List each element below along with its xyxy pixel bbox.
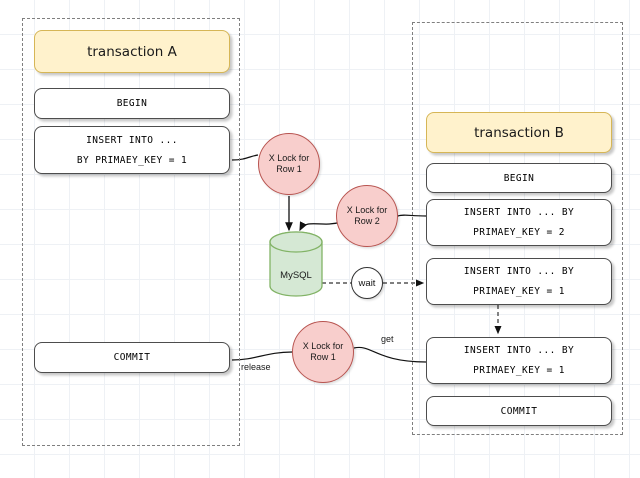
transaction-a-header-label: transaction A: [87, 43, 177, 60]
transaction-a-header: transaction A: [34, 30, 230, 73]
transaction-b-step-insert-key1-retry-line2: PRIMAEY_KEY = 1: [473, 365, 565, 376]
lock-bubble-row1-top[interactable]: X Lock for Row 1: [258, 133, 320, 195]
edge-lock2-to-db: [299, 221, 342, 232]
edge-label-get: get: [381, 334, 394, 344]
transaction-b-step-commit[interactable]: COMMIT: [426, 396, 612, 426]
lock-bubble-row2[interactable]: X Lock for Row 2: [336, 185, 398, 247]
transaction-a-step-begin-line1: BEGIN: [116, 98, 148, 109]
transaction-b-step-insert-key2-line2: PRIMAEY_KEY = 2: [473, 227, 565, 238]
transaction-a-step-insert-line1: INSERT INTO ...: [86, 134, 178, 146]
transaction-a-step-commit[interactable]: COMMIT: [34, 342, 230, 373]
transaction-a-step-commit-line1: COMMIT: [113, 352, 151, 363]
transaction-b-step-insert-key1-first-line2: PRIMAEY_KEY = 1: [473, 286, 565, 297]
transaction-b-step-commit-line1: COMMIT: [500, 405, 538, 417]
transaction-b-step-begin[interactable]: BEGIN: [426, 163, 612, 193]
transaction-a-step-insert[interactable]: INSERT INTO ... BY PRIMAEY_KEY = 1: [34, 126, 230, 174]
mysql-database-node[interactable]: MySQL: [269, 231, 323, 297]
lock-bubble-row2-line2: Row 2: [354, 216, 380, 226]
transaction-a-step-begin[interactable]: BEGIN: [34, 88, 230, 119]
transaction-b-header-label: transaction B: [474, 124, 564, 141]
mysql-database-label: MySQL: [280, 270, 312, 281]
lock-bubble-row1-bottom[interactable]: X Lock for Row 1: [292, 321, 354, 383]
database-cylinder-icon: [269, 231, 323, 297]
lock-bubble-row1-bottom-line2: Row 1: [310, 352, 336, 362]
transaction-a-container: [22, 18, 240, 446]
transaction-a-step-insert-line2: BY PRIMAEY_KEY = 1: [76, 154, 188, 166]
transaction-b-step-begin-line1: BEGIN: [503, 172, 535, 184]
lock-bubble-row1-top-line2: Row 1: [276, 164, 302, 174]
wait-node-label: wait: [358, 277, 376, 289]
transaction-b-step-insert-key1-retry-line1: INSERT INTO ... BY: [463, 345, 575, 356]
transaction-b-header: transaction B: [426, 112, 612, 153]
transaction-b-step-insert-key2[interactable]: INSERT INTO ... BY PRIMAEY_KEY = 2: [426, 199, 612, 246]
transaction-b-step-insert-key1-retry[interactable]: INSERT INTO ... BY PRIMAEY_KEY = 1: [426, 337, 612, 384]
transaction-b-step-insert-key1-first-line1: INSERT INTO ... BY: [463, 266, 575, 277]
transaction-b-container: [412, 22, 623, 435]
lock-bubble-row2-line1: X Lock for: [346, 204, 388, 215]
transaction-b-step-insert-key2-line1: INSERT INTO ... BY: [463, 207, 575, 218]
edge-commit-release-to-lock: [231, 351, 293, 361]
lock-bubble-row1-top-line1: X Lock for: [268, 152, 310, 163]
wait-node[interactable]: wait: [351, 267, 383, 299]
transaction-b-step-insert-key1-first[interactable]: INSERT INTO ... BY PRIMAEY_KEY = 1: [426, 258, 612, 305]
edge-label-release: release: [241, 362, 271, 372]
lock-bubble-row1-bottom-line1: X Lock for: [302, 340, 344, 351]
